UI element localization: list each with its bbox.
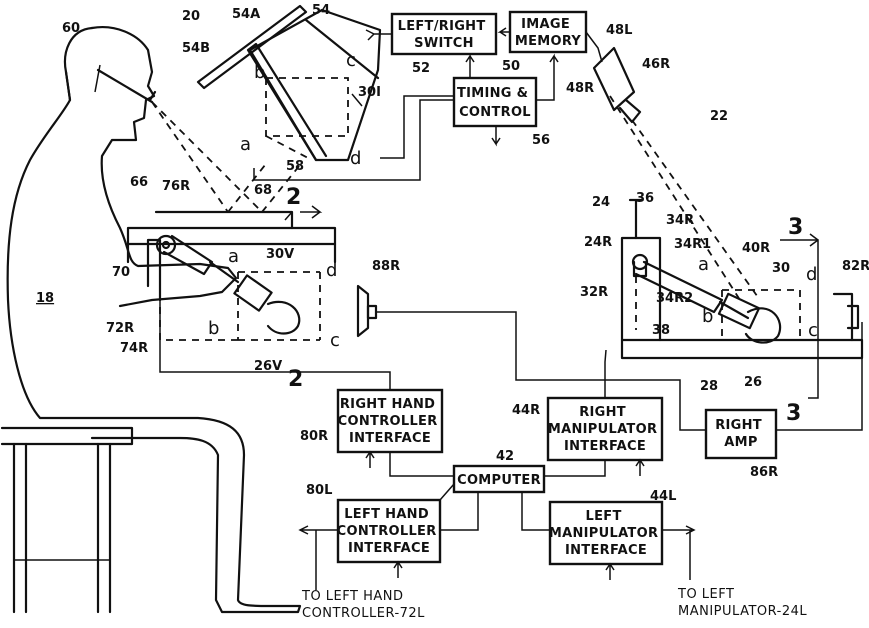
corner-c-remote: c xyxy=(808,320,818,341)
ref-24R: 24R xyxy=(584,235,612,250)
ref-48R: 48R xyxy=(566,81,594,96)
ref-68: 68 xyxy=(254,183,272,198)
ref-44R: 44R xyxy=(512,403,540,418)
ref-36: 36 xyxy=(636,191,654,206)
ref-18: 18 xyxy=(36,291,54,306)
ref-70: 70 xyxy=(112,265,130,280)
top-blocks: LEFT/RIGHT SWITCH IMAGE MEMORY TIMING & … xyxy=(254,12,602,180)
speaker-88R xyxy=(358,286,376,336)
corner-a-display: a xyxy=(240,134,251,155)
ref-60: 60 xyxy=(62,21,80,36)
corner-b-display: b xyxy=(254,62,265,83)
ref-80L: 80L xyxy=(306,483,332,498)
ref-26V: 26V xyxy=(254,359,282,374)
ref-34R: 34R xyxy=(666,213,694,228)
ref-40R: 40R xyxy=(742,241,770,256)
ref-56: 56 xyxy=(532,133,550,148)
corner-c-console: c xyxy=(330,330,340,351)
ref-72R: 72R xyxy=(106,321,134,336)
ref-46R: 46R xyxy=(642,57,670,72)
ref-32R: 32R xyxy=(580,285,608,300)
ref-82R: 82R xyxy=(842,259,869,274)
ref-58: 58 xyxy=(286,159,304,174)
corner-d-console: d xyxy=(326,260,337,281)
ref-86R: 86R xyxy=(750,465,778,480)
bottom-blocks: RIGHT HAND CONTROLLER INTERFACE RIGHT MA… xyxy=(160,300,862,590)
ref-30V: 30V xyxy=(266,247,294,262)
ref-88R: 88R xyxy=(372,259,400,274)
ref-76R: 76R xyxy=(162,179,190,194)
ref-20: 20 xyxy=(182,9,200,24)
corner-c-display: c xyxy=(346,50,356,71)
ref-80R: 80R xyxy=(300,429,328,444)
ref-44L: 44L xyxy=(650,489,676,504)
ref-28: 28 xyxy=(700,379,718,394)
glasses-icon xyxy=(98,70,155,102)
ref-34R1: 34R1 xyxy=(674,237,711,252)
ref-2-bottom: 2 xyxy=(288,367,303,392)
speaker-82R xyxy=(834,294,858,340)
computer-label: COMPUTER xyxy=(457,473,541,488)
ref-66: 66 xyxy=(130,175,148,190)
line-of-sight xyxy=(152,102,262,212)
ref-26: 26 xyxy=(744,375,762,390)
stereo-display xyxy=(198,6,380,160)
ref-42: 42 xyxy=(496,449,514,464)
ref-54B: 54B xyxy=(182,41,210,56)
ref-54: 54 xyxy=(312,3,330,18)
corner-b-remote: b xyxy=(702,306,713,327)
note-left-hand-controller: TO LEFT HAND CONTROLLER-72L xyxy=(301,589,425,621)
ref-74R: 74R xyxy=(120,341,148,356)
ref-30: 30 xyxy=(772,261,790,276)
ref-3-bottom: 3 xyxy=(786,401,801,426)
ref-34R2: 34R2 xyxy=(656,291,693,306)
right-hand-controller-interface-label: RIGHT HAND CONTROLLER INTERFACE xyxy=(338,397,443,446)
ref-52: 52 xyxy=(412,61,430,76)
ref-48L: 48L xyxy=(606,23,632,38)
note-left-manipulator: TO LEFT MANIPULATOR-24L xyxy=(677,587,807,619)
ref-2-top: 2 xyxy=(286,185,301,210)
ref-50: 50 xyxy=(502,59,520,74)
corner-a-remote: a xyxy=(698,254,709,275)
corner-a-console: a xyxy=(228,246,239,267)
ref-38: 38 xyxy=(652,323,670,338)
corner-d-display: d xyxy=(350,148,361,169)
left-hand-controller-interface-label: LEFT HAND CONTROLLER INTERFACE xyxy=(337,507,442,556)
ref-22: 22 xyxy=(710,109,728,124)
ref-30I: 30I xyxy=(358,85,381,100)
operator-figure xyxy=(8,27,300,612)
ref-24: 24 xyxy=(592,195,610,210)
ref-3-top: 3 xyxy=(788,215,803,240)
ref-54A: 54A xyxy=(232,7,260,22)
corner-b-console: b xyxy=(208,318,219,339)
stool xyxy=(2,428,132,612)
stereo-camera xyxy=(594,48,760,300)
corner-d-remote: d xyxy=(806,264,817,285)
